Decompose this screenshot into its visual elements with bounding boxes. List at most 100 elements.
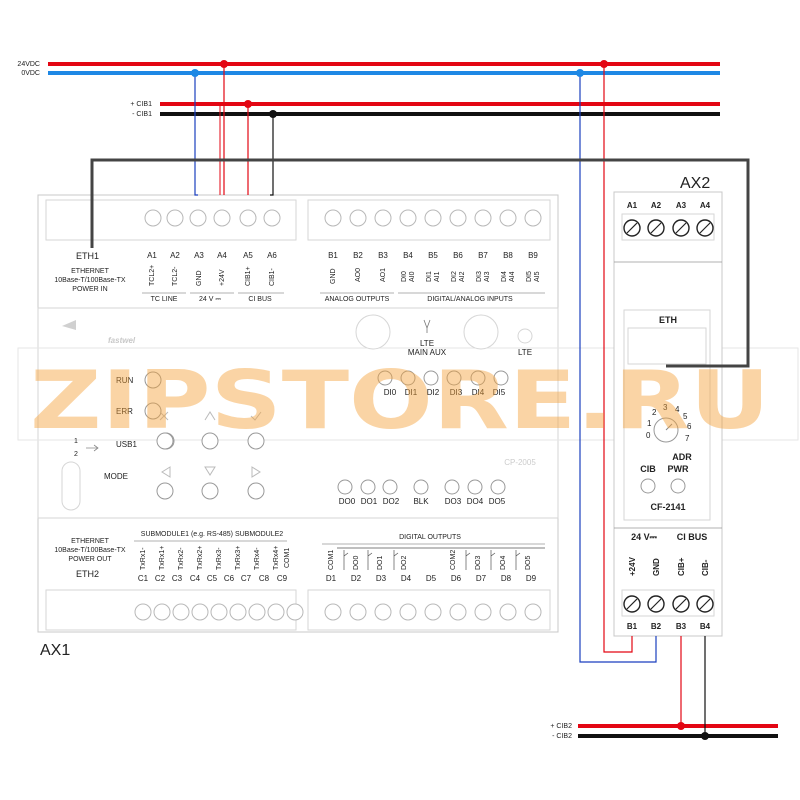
ax1-submodules-label: SUBMODULE1 (e.g. RS-485) SUBMODULE2 <box>141 531 283 538</box>
ax1-top-a-ids: A1 A2 A3 A4 A5 A6 <box>147 251 277 260</box>
nav-check-icon <box>250 411 262 421</box>
ax1-button-3[interactable] <box>247 432 265 450</box>
ax1-usb1-label: USB1 <box>116 440 137 449</box>
ax1-a5-name: CIB1+ <box>245 266 252 286</box>
ax2-top-ids: A1 A2 A3 A4 <box>627 201 711 210</box>
ax1-c3: C3 <box>172 574 183 583</box>
bus-24vdc-label: 24VDC <box>17 61 40 68</box>
wire-ax1-gnd <box>194 73 198 196</box>
ax1-b2: B2 <box>353 251 363 260</box>
ax1-eth2-label: ETH2 <box>76 569 99 579</box>
ax1-b8-name-1: DI4 <box>501 271 508 282</box>
ax2-address-dial[interactable]: 0 1 2 3 4 5 6 7 <box>646 403 692 443</box>
ax1-top-terminals <box>144 209 542 227</box>
ax1-do1: DO1 <box>361 497 378 506</box>
ax1-di2: DI2 <box>427 388 440 397</box>
ax1-di1: DI1 <box>405 388 418 397</box>
ax1-lte-antennas <box>355 314 533 350</box>
ax1-d6: D6 <box>451 574 462 583</box>
ax1-do0: DO0 <box>339 497 356 506</box>
ax1-d4: D4 <box>401 574 412 583</box>
ax1-c7-name: TxRx4- <box>254 547 261 570</box>
ax1-d9-name: DO5 <box>525 556 532 571</box>
ax1-eth2-desc-3: POWER OUT <box>68 556 112 563</box>
ax1-eth2-desc-1: ETHERNET <box>71 538 109 545</box>
ax1-b1-name: GND <box>330 268 337 284</box>
ax1-d7: D7 <box>476 574 487 583</box>
ax1-c8: C8 <box>259 574 270 583</box>
ax2-name-cib-minus: CIB- <box>701 559 710 576</box>
ax1-button-5[interactable] <box>201 482 219 500</box>
ax1-blk: BLK <box>413 497 429 506</box>
ax1-a2-name: TCL2- <box>172 266 179 286</box>
ax1-d1: D1 <box>326 574 337 583</box>
ax1-do3: DO3 <box>445 497 462 506</box>
ax1-brand-logo: fastwel <box>62 320 136 345</box>
ax1-b2-name: AO0 <box>355 268 362 282</box>
ax2-dial-6: 6 <box>687 422 692 431</box>
ax1-mode-button[interactable] <box>156 482 174 500</box>
ax1-d2: D2 <box>351 574 362 583</box>
ax2-bottom-names: +24V GND CIB+ CIB- <box>628 556 710 576</box>
ax1-top-b-names: GND AO0 AO1 DI0 AI0 DI1 AI1 DI2 AI2 DI3 … <box>330 268 541 284</box>
ax1-bottom-d-names: COM1 DO0 DO1 DO2 COM2 DO3 DO4 DO5 <box>328 550 532 570</box>
ax1-digital-outputs-label: DIGITAL OUTPUTS <box>399 534 461 541</box>
ax1-d9: D9 <box>526 574 537 583</box>
ax1-c9: C9 <box>277 574 288 583</box>
nav-right-icon <box>251 466 261 478</box>
ax1-a1: A1 <box>147 251 157 260</box>
ax2-dial-1: 1 <box>647 419 652 428</box>
ax1-button-6[interactable] <box>247 482 265 500</box>
ax1-relay-contact-icons <box>337 547 545 570</box>
ax1-a4: A4 <box>217 251 227 260</box>
ax2-dial-7: 7 <box>685 434 690 443</box>
ax2-dial-3: 3 <box>663 403 668 412</box>
ax1-b9: B9 <box>528 251 538 260</box>
ax1-b6-name-2: AI2 <box>459 271 466 282</box>
bus-cib2-minus-label: - CIB2 <box>552 733 572 740</box>
ax2-b4: B4 <box>700 622 711 631</box>
ax1-b5-name-1: DI1 <box>426 271 433 282</box>
bus-cib1-minus-label: - CIB1 <box>132 111 152 118</box>
ax1-d2-name: DO0 <box>353 556 360 571</box>
ax1-b4: B4 <box>403 251 413 260</box>
wire-ax2-24v <box>603 64 633 653</box>
ax1-a4-name: +24V <box>219 269 226 286</box>
ax2-cib-label: CIB <box>640 464 656 474</box>
ax1-err-label: ERR <box>116 407 133 416</box>
ax2-label: AX2 <box>680 175 710 192</box>
ax1-do2: DO2 <box>383 497 400 506</box>
ax1-di5: DI5 <box>493 388 506 397</box>
ax1-b4-name-2: AI0 <box>409 271 416 282</box>
ax1-err-led <box>144 402 162 420</box>
ax1-button-2[interactable] <box>201 432 219 450</box>
ax1-c4: C4 <box>190 574 201 583</box>
usb-icon <box>86 444 99 452</box>
ax1-a1-name: TCL2+ <box>149 265 156 286</box>
ax1-c6-name: TxRx3+ <box>235 546 242 570</box>
ax1-b3-name: AO1 <box>380 268 387 282</box>
ax2-eth-port <box>627 327 707 365</box>
ax1-usb-num-1: 1 <box>74 438 78 445</box>
ax1-lte-label: LTE <box>518 348 532 357</box>
ax1-analog-outputs-label: ANALOG OUTPUTS <box>325 296 390 303</box>
ax1-bottom-d-ids: D1 D2 D3 D4 D5 D6 D7 D8 D9 <box>326 574 537 583</box>
ax1-button-1[interactable] <box>156 432 174 450</box>
ax1-b8-name-2: AI4 <box>509 271 516 282</box>
ax1-eth2-desc-2: 10Base-T/100Base-TX <box>54 547 126 554</box>
ax1-bottom-c-ids: C1 C2 C3 C4 C5 C6 C7 C8 C9 <box>138 574 288 583</box>
ax1-a2: A2 <box>170 251 180 260</box>
ax1-24v-label: 24 V ⎓ <box>199 296 221 303</box>
ax1-run-led <box>144 371 162 389</box>
ax1-di4: DI4 <box>472 388 485 397</box>
ax1-b7-name-2: AI3 <box>484 271 491 282</box>
ax1-nav-buttons <box>156 411 265 500</box>
ax1-brand: fastwel <box>108 336 136 345</box>
wire-ax1-cib1-minus <box>270 114 274 196</box>
ax1-a6: A6 <box>267 251 277 260</box>
ax1-eth1-label: ETH1 <box>76 251 99 261</box>
ax1-do-leds: DO0 DO1 DO2 BLK DO3 DO4 DO5 <box>337 479 506 506</box>
ax1-d8: D8 <box>501 574 512 583</box>
ax2-dial-0: 0 <box>646 431 651 440</box>
ax1-c3-name: TxRx2- <box>178 547 185 570</box>
